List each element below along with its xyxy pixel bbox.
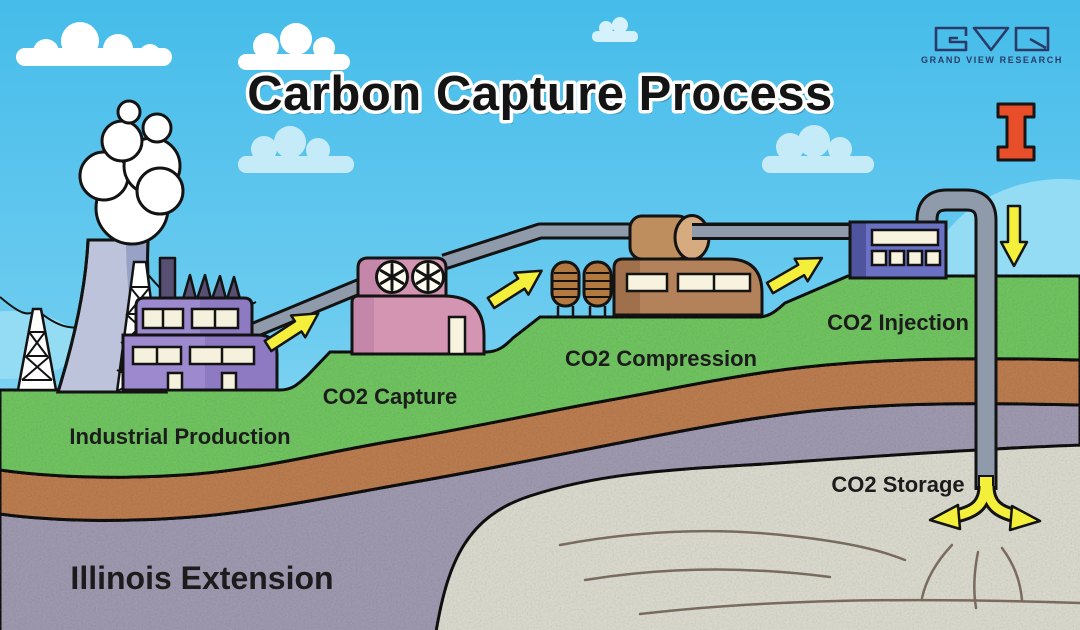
- gvr-monogram-icon: [934, 26, 1050, 52]
- factory-windows: [141, 307, 240, 330]
- cloud-icon: [238, 23, 350, 70]
- compression-windows: [625, 272, 752, 293]
- capture-fan-icon: [375, 260, 409, 294]
- compression-unit: [550, 214, 856, 317]
- pipe: [236, 275, 372, 344]
- gvr-logo: GRAND VIEW RESEARCH: [921, 26, 1063, 65]
- label-co2-injection: CO2 Injection: [827, 310, 969, 335]
- label-co2-compression: CO2 Compression: [565, 346, 757, 371]
- terrain: [0, 274, 1080, 630]
- rock-strata-lines: [558, 529, 1080, 616]
- cloud-icon: [592, 17, 638, 42]
- grass-layer: [0, 274, 1080, 479]
- cloud-icon: [762, 125, 874, 173]
- injection-unit: [848, 220, 948, 280]
- label-industrial-production: Industrial Production: [69, 424, 290, 449]
- compression-coil: [550, 260, 613, 317]
- factory-windows: [131, 345, 256, 392]
- transmission-tower: [16, 307, 58, 392]
- label-co2-storage: CO2 Storage: [831, 472, 964, 497]
- page-title: Carbon Capture Process: [247, 67, 833, 121]
- compression-drum: [628, 214, 856, 261]
- injection-control-panel: [870, 228, 942, 267]
- capture-door: [447, 315, 467, 356]
- page-title-shadow: Carbon Capture Process: [250, 71, 836, 125]
- cloud-icon: [238, 126, 354, 173]
- storage-rock-dome: [434, 443, 1080, 630]
- capture-unit: [350, 256, 486, 356]
- factory-chimney: [158, 256, 177, 302]
- injection-pipe: [915, 188, 998, 490]
- cloud-icon: [16, 22, 172, 66]
- logo-wordmark: GRAND VIEW RESEARCH: [921, 55, 1063, 65]
- label-co2-capture: CO2 Capture: [323, 384, 457, 409]
- capture-fan-icon: [411, 260, 445, 294]
- factory-building: [121, 256, 279, 392]
- smoke-puffs-icon: [78, 99, 185, 246]
- co2-storage-arrows-icon: [928, 475, 1042, 532]
- illinois-block-i-icon: [996, 102, 1036, 162]
- label-illinois-extension: Illinois Extension: [70, 560, 333, 596]
